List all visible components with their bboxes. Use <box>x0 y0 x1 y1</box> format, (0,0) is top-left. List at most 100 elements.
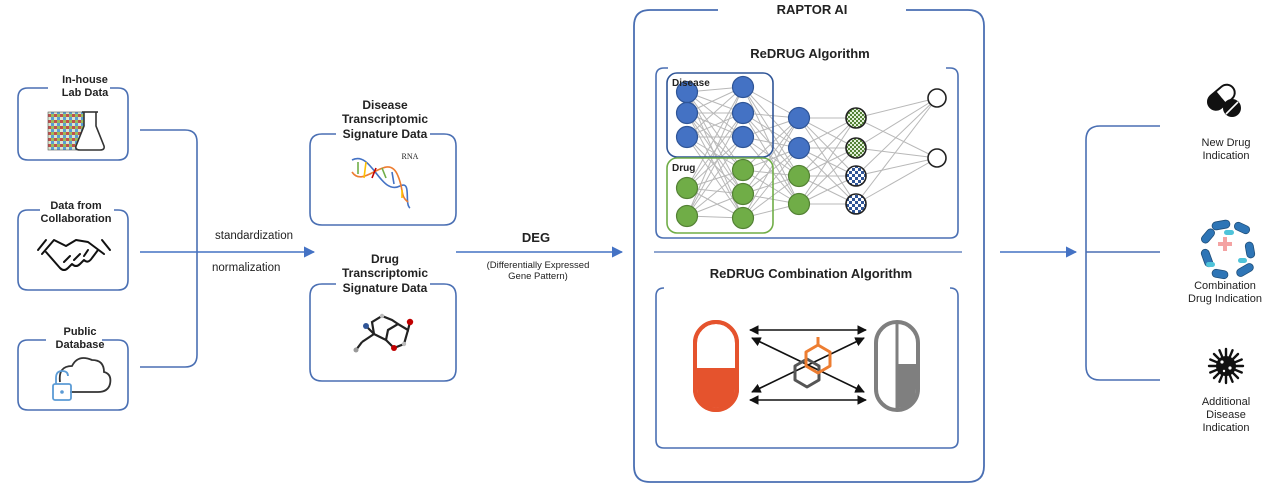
network-node <box>731 206 755 230</box>
deg-subtitle: (Differentially Expressed Gene Pattern) <box>486 260 590 283</box>
handshake-icon <box>37 239 111 271</box>
output-bracket <box>1085 125 1160 381</box>
virus-spike <box>1209 358 1219 364</box>
network-edge <box>855 97 938 205</box>
network-edge <box>855 157 938 177</box>
combination-arrows <box>749 325 867 405</box>
network-edge <box>742 117 800 171</box>
network-node <box>731 125 755 149</box>
network-edge <box>742 147 800 219</box>
additional-disease-indication-label: Additional Disease Indication <box>1201 396 1251 435</box>
network-edge <box>686 169 744 217</box>
network-edge <box>686 86 744 138</box>
network-node <box>675 125 699 149</box>
network-node <box>787 164 811 188</box>
network-node <box>845 193 867 215</box>
raptor-frame <box>633 9 985 483</box>
network-edge <box>742 117 800 195</box>
combination-drug-indication-label: Combination Drug Indication <box>1188 280 1262 306</box>
virus-spike <box>1233 358 1243 364</box>
redrug-frame <box>655 67 959 239</box>
network-edge <box>742 175 800 219</box>
network-edge <box>742 117 800 219</box>
network-edge <box>798 147 857 205</box>
virus-spike <box>1209 368 1219 374</box>
network-node <box>675 204 699 228</box>
network-node <box>927 148 947 168</box>
network-edge <box>855 97 938 177</box>
network-edge <box>742 147 800 195</box>
network-edge <box>798 117 857 205</box>
orange-capsule-icon <box>693 320 739 412</box>
virus-spike <box>1228 349 1234 359</box>
network-node <box>787 106 811 130</box>
source-bracket <box>140 129 198 368</box>
virus-spike <box>1218 373 1224 383</box>
drug-group-label: Drug <box>672 163 696 174</box>
combination-drug-icon <box>1200 219 1256 280</box>
network-node <box>731 158 755 182</box>
standardization-label: standardization <box>215 230 293 242</box>
network-node <box>787 136 811 160</box>
network-edge <box>855 97 938 119</box>
virus-spike <box>1228 373 1234 383</box>
gray-capsule-icon <box>874 320 920 412</box>
signature-boxes <box>309 133 457 382</box>
network-edge <box>686 112 744 171</box>
pill-icon <box>1206 83 1241 117</box>
normalization-label: normalization <box>212 262 281 274</box>
combination-algorithm-title: ReDRUG Combination Algorithm <box>709 266 913 281</box>
virus-spike <box>1231 352 1240 361</box>
collaboration-label: Data from Collaboration <box>40 200 112 226</box>
network-node <box>927 88 947 108</box>
disease-node-group <box>666 72 774 158</box>
virus-spike <box>1212 352 1221 361</box>
virus-spike <box>1218 349 1224 359</box>
network-node <box>845 165 867 187</box>
molecule-icon <box>353 313 414 353</box>
disease-signature-title: Disease Transcriptomic Signature Data <box>341 98 429 141</box>
network-edge <box>855 117 938 159</box>
network-edge <box>742 86 800 149</box>
network-node <box>675 176 699 200</box>
network-node <box>845 107 867 129</box>
rna-label: RNA <box>401 152 419 161</box>
lab-data-icon <box>47 111 105 151</box>
public-database-label: Public Database <box>55 326 105 352</box>
disease-group-label: Disease <box>672 78 710 89</box>
network-node <box>845 137 867 159</box>
network-node <box>731 101 755 125</box>
network-node <box>731 75 755 99</box>
network-edge <box>855 97 938 149</box>
network-edges <box>686 86 938 219</box>
source-boxes <box>17 87 129 411</box>
raptor-ai-title: RAPTOR AI <box>776 2 848 17</box>
combination-frame <box>655 287 959 449</box>
drug-signature-title: Drug Transcriptomic Signature Data <box>341 252 429 295</box>
network-edge <box>686 136 744 219</box>
network-edge <box>686 136 744 217</box>
network-edge <box>742 86 800 177</box>
new-drug-indication-label: New Drug Indication <box>1201 137 1251 163</box>
benzene-icon <box>793 337 832 389</box>
network-node <box>787 192 811 216</box>
virus-spike <box>1212 371 1221 380</box>
network-node <box>731 182 755 206</box>
virus-spike <box>1231 371 1240 380</box>
drug-node-group <box>666 157 774 234</box>
network-edge <box>855 147 938 159</box>
deg-title: DEG <box>521 230 551 245</box>
dna-icon <box>351 157 411 209</box>
inhouse-lab-data-label: In-house Lab Data <box>61 74 109 100</box>
cloud-lock-icon <box>52 357 112 401</box>
network-edge <box>686 86 744 189</box>
network-edge <box>686 136 744 189</box>
redrug-algorithm-title: ReDRUG Algorithm <box>750 46 870 61</box>
network-node <box>675 101 699 125</box>
network-edge <box>742 86 800 205</box>
network-edge <box>686 112 744 217</box>
network-edge <box>798 117 857 177</box>
network-edge <box>855 157 938 205</box>
virus-icon <box>1207 347 1245 385</box>
